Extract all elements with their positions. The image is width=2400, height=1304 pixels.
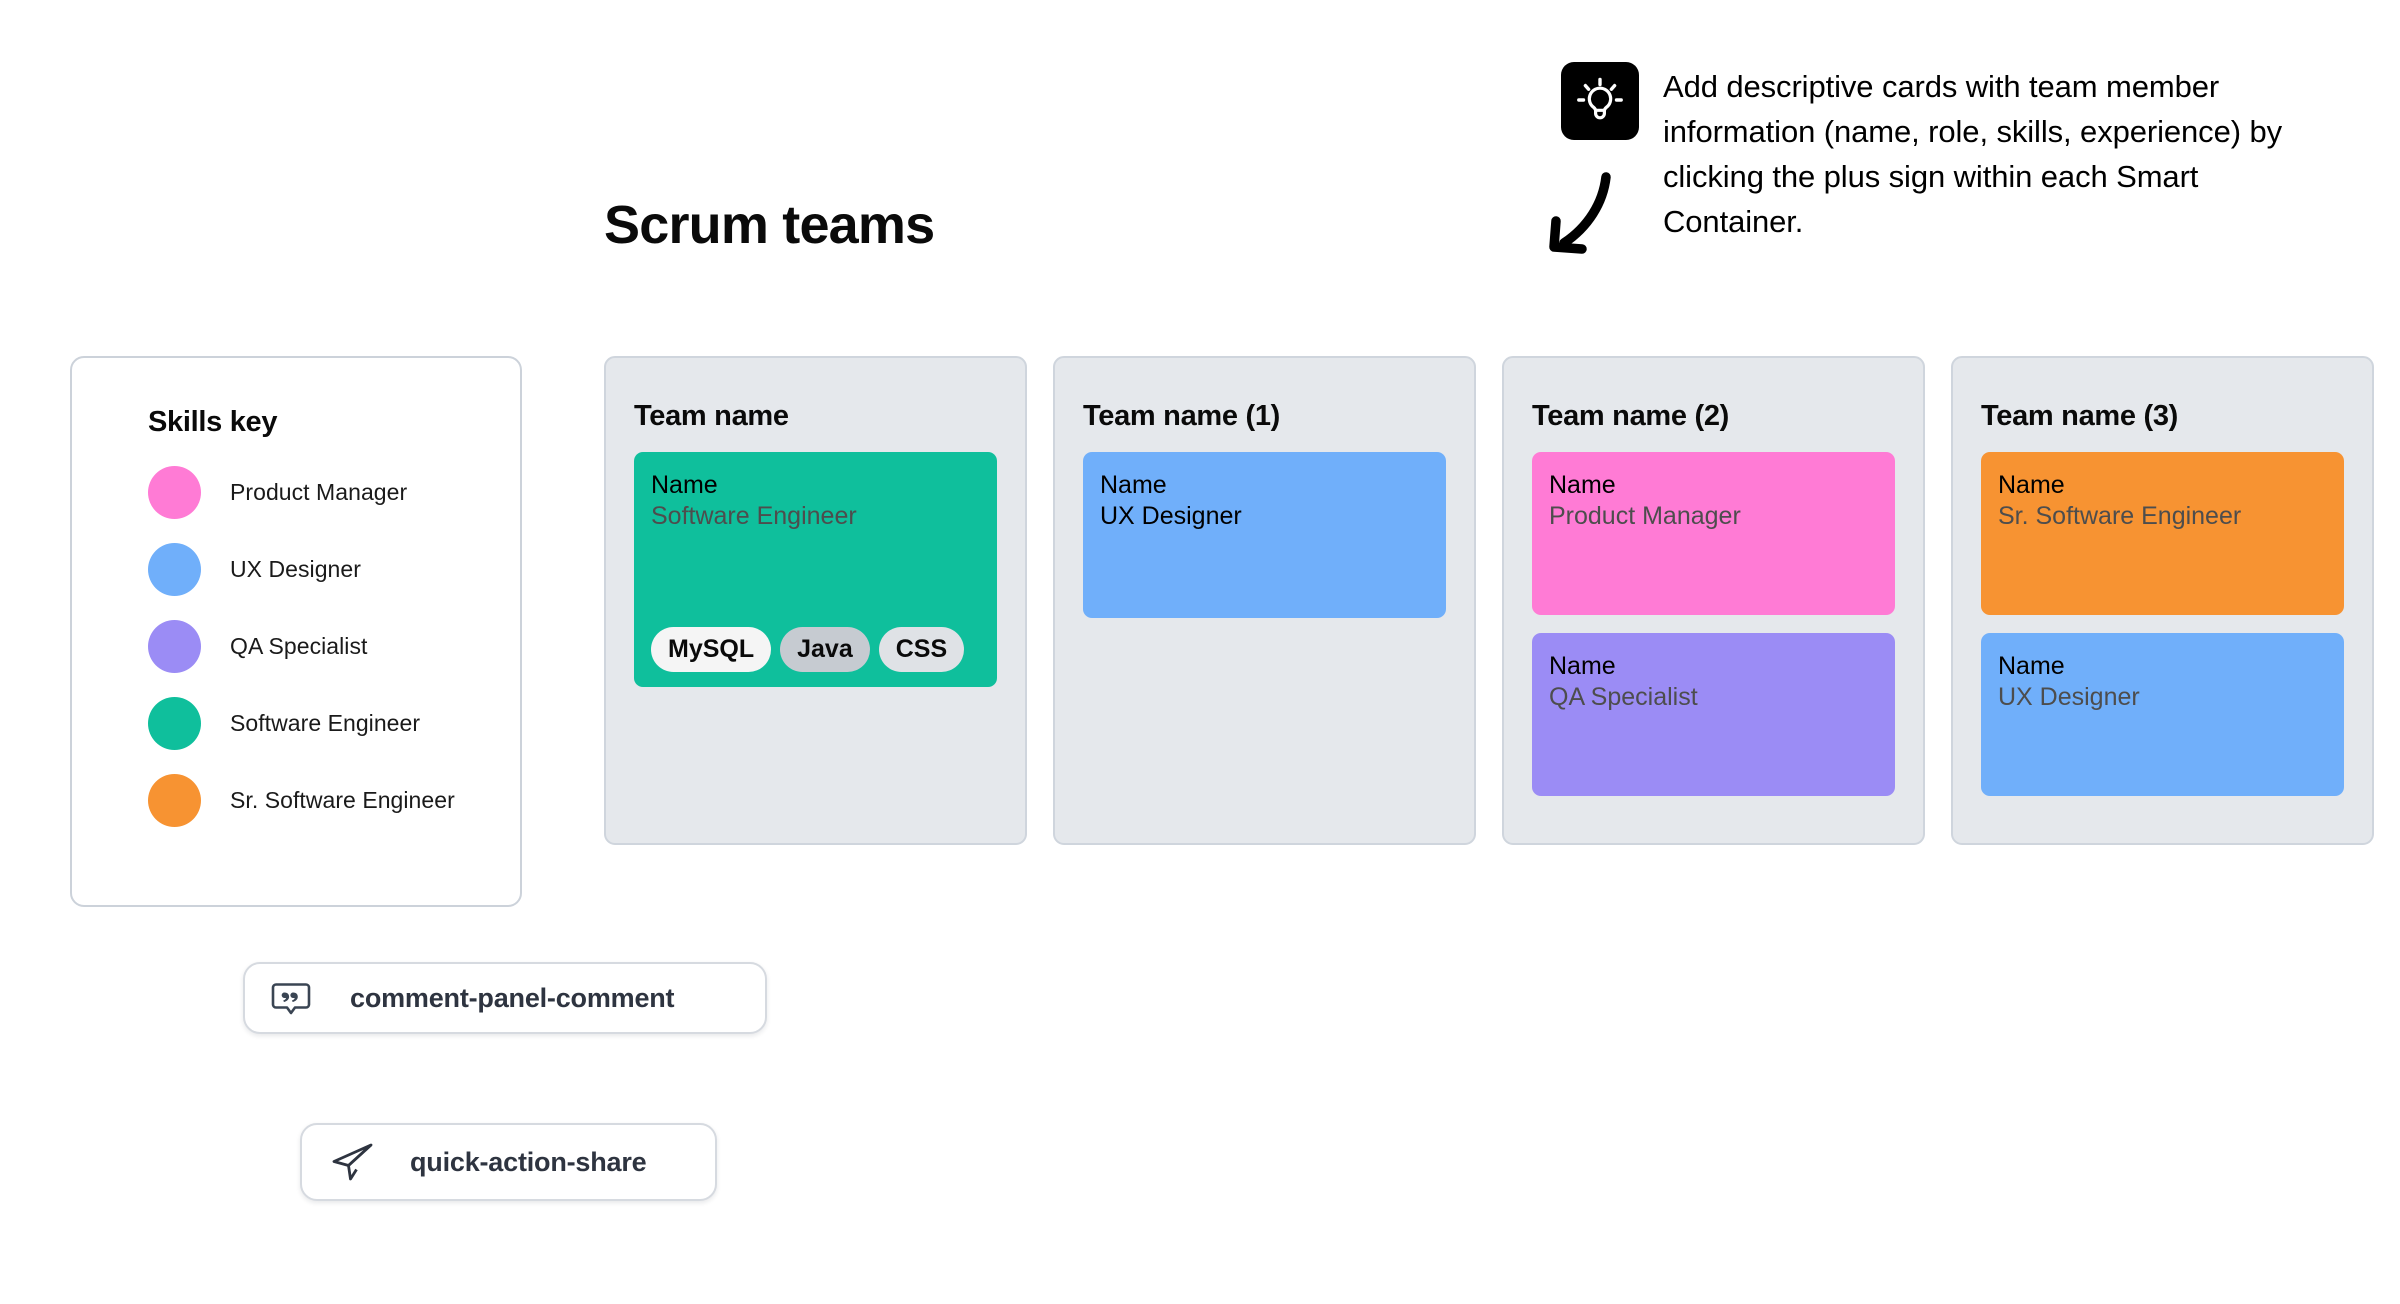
page-title: Scrum teams xyxy=(604,195,935,255)
tip-text: Add descriptive cards with team member i… xyxy=(1663,69,2282,239)
member-role: UX Designer xyxy=(1998,683,2140,711)
comment-panel-comment-button[interactable]: comment-panel-comment xyxy=(243,962,767,1034)
tip-callout: Add descriptive cards with team member i… xyxy=(1561,62,2301,244)
curved-arrow-down-left-icon xyxy=(1540,165,1650,275)
skills-key-color-dot xyxy=(148,620,201,673)
team-title: Team name (2) xyxy=(1532,400,1730,432)
skills-key-item: QA Specialist xyxy=(148,620,520,673)
comment-panel-comment-label: comment-panel-comment xyxy=(350,982,675,1013)
team-title: Team name (1) xyxy=(1083,400,1281,432)
member-card-list: Name UX Designer xyxy=(1083,452,1446,618)
lightbulb-icon xyxy=(1561,62,1639,140)
member-name: Name xyxy=(1549,471,1616,499)
skills-key-color-dot xyxy=(148,697,201,750)
skills-key-item: Software Engineer xyxy=(148,697,520,750)
member-card[interactable]: Name QA Specialist xyxy=(1532,633,1895,796)
member-role: Sr. Software Engineer xyxy=(1998,502,2242,530)
team-title: Team name xyxy=(634,400,789,432)
member-role: Software Engineer xyxy=(651,502,857,530)
member-card[interactable]: Name UX Designer xyxy=(1083,452,1446,618)
team-title: Team name (3) xyxy=(1981,400,2179,432)
skills-key-item: UX Designer xyxy=(148,543,520,596)
skills-key-item: Product Manager xyxy=(148,466,520,519)
member-skill-tag[interactable]: Java xyxy=(780,627,870,672)
skills-key-title: Skills key xyxy=(148,406,278,438)
member-name: Name xyxy=(1549,652,1616,680)
quick-action-share-label: quick-action-share xyxy=(410,1146,647,1177)
member-skill-tag[interactable]: MySQL xyxy=(651,627,772,672)
member-name: Name xyxy=(1100,471,1167,499)
skills-key-color-dot xyxy=(148,466,201,519)
comment-bubble-icon xyxy=(270,977,312,1019)
member-name: Name xyxy=(651,471,718,499)
skills-key-item-label: Sr. Software Engineer xyxy=(230,787,455,813)
smart-container-team-1[interactable]: Team name (1) Name UX Designer xyxy=(1053,356,1476,845)
skills-key-item: Sr. Software Engineer xyxy=(148,774,520,827)
skills-key-item-label: UX Designer xyxy=(230,556,361,582)
member-role: Product Manager xyxy=(1549,502,1741,530)
member-name: Name xyxy=(1998,471,2065,499)
skills-key-item-label: QA Specialist xyxy=(230,633,368,659)
quick-action-share-button[interactable]: quick-action-share xyxy=(300,1123,717,1201)
skills-key-card: Skills key Product Manager UX Designer QA … xyxy=(70,356,522,907)
member-role: UX Designer xyxy=(1100,502,1242,530)
skills-key-item-label: Software Engineer xyxy=(230,710,421,736)
member-role: QA Specialist xyxy=(1549,683,1698,711)
skills-key-item-label: Product Manager xyxy=(230,479,408,505)
member-name: Name xyxy=(1998,652,2065,680)
member-card[interactable]: Name UX Designer xyxy=(1981,633,2344,796)
skills-key-color-dot xyxy=(148,774,201,827)
paper-plane-icon xyxy=(329,1138,377,1186)
skills-key-color-dot xyxy=(148,543,201,596)
member-skill-tag[interactable]: CSS xyxy=(878,627,965,672)
